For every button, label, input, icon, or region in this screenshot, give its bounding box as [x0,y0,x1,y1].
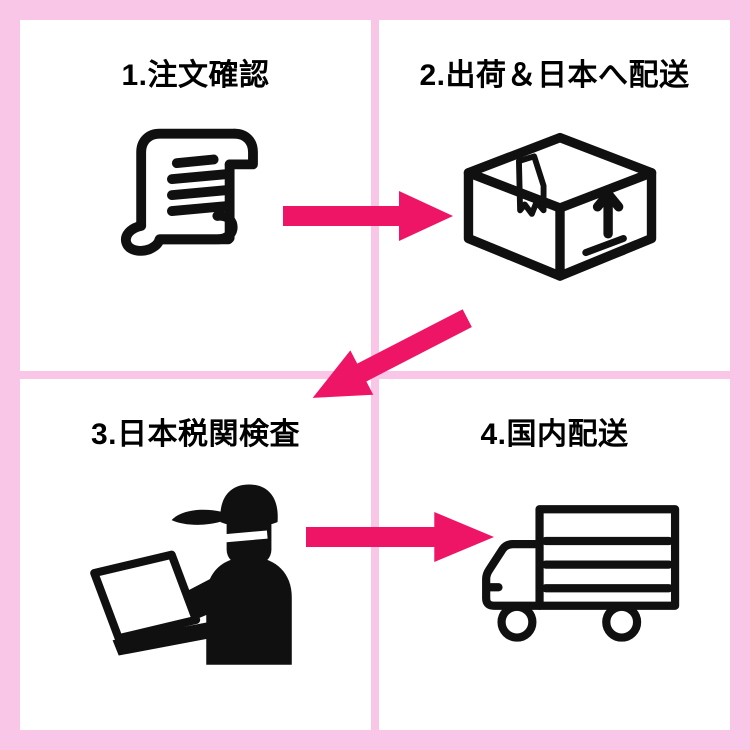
arrow-step3-to-step4-icon [306,508,494,566]
scroll-document-icon [108,112,280,288]
step-3-panel: 3.日本税関検査 [20,379,371,730]
shipping-box-icon [453,120,667,296]
step-1-panel: 1.注文確認 [20,20,371,371]
arrow-step1-to-step2-icon [283,187,453,245]
step-2-title: 2.出荷＆日本へ配送 [419,59,690,92]
step-2-panel: 2.出荷＆日本へ配送 [379,20,730,371]
step-3-title: 3.日本税関検査 [90,418,301,451]
delivery-truck-icon [463,501,689,655]
customs-officer-icon [80,475,304,665]
arrow-step2-to-step3-icon [299,292,480,423]
step-1-title: 1.注文確認 [121,59,270,92]
step-4-title: 4.国内配送 [480,418,629,451]
step-4-panel: 4.国内配送 [379,379,730,730]
